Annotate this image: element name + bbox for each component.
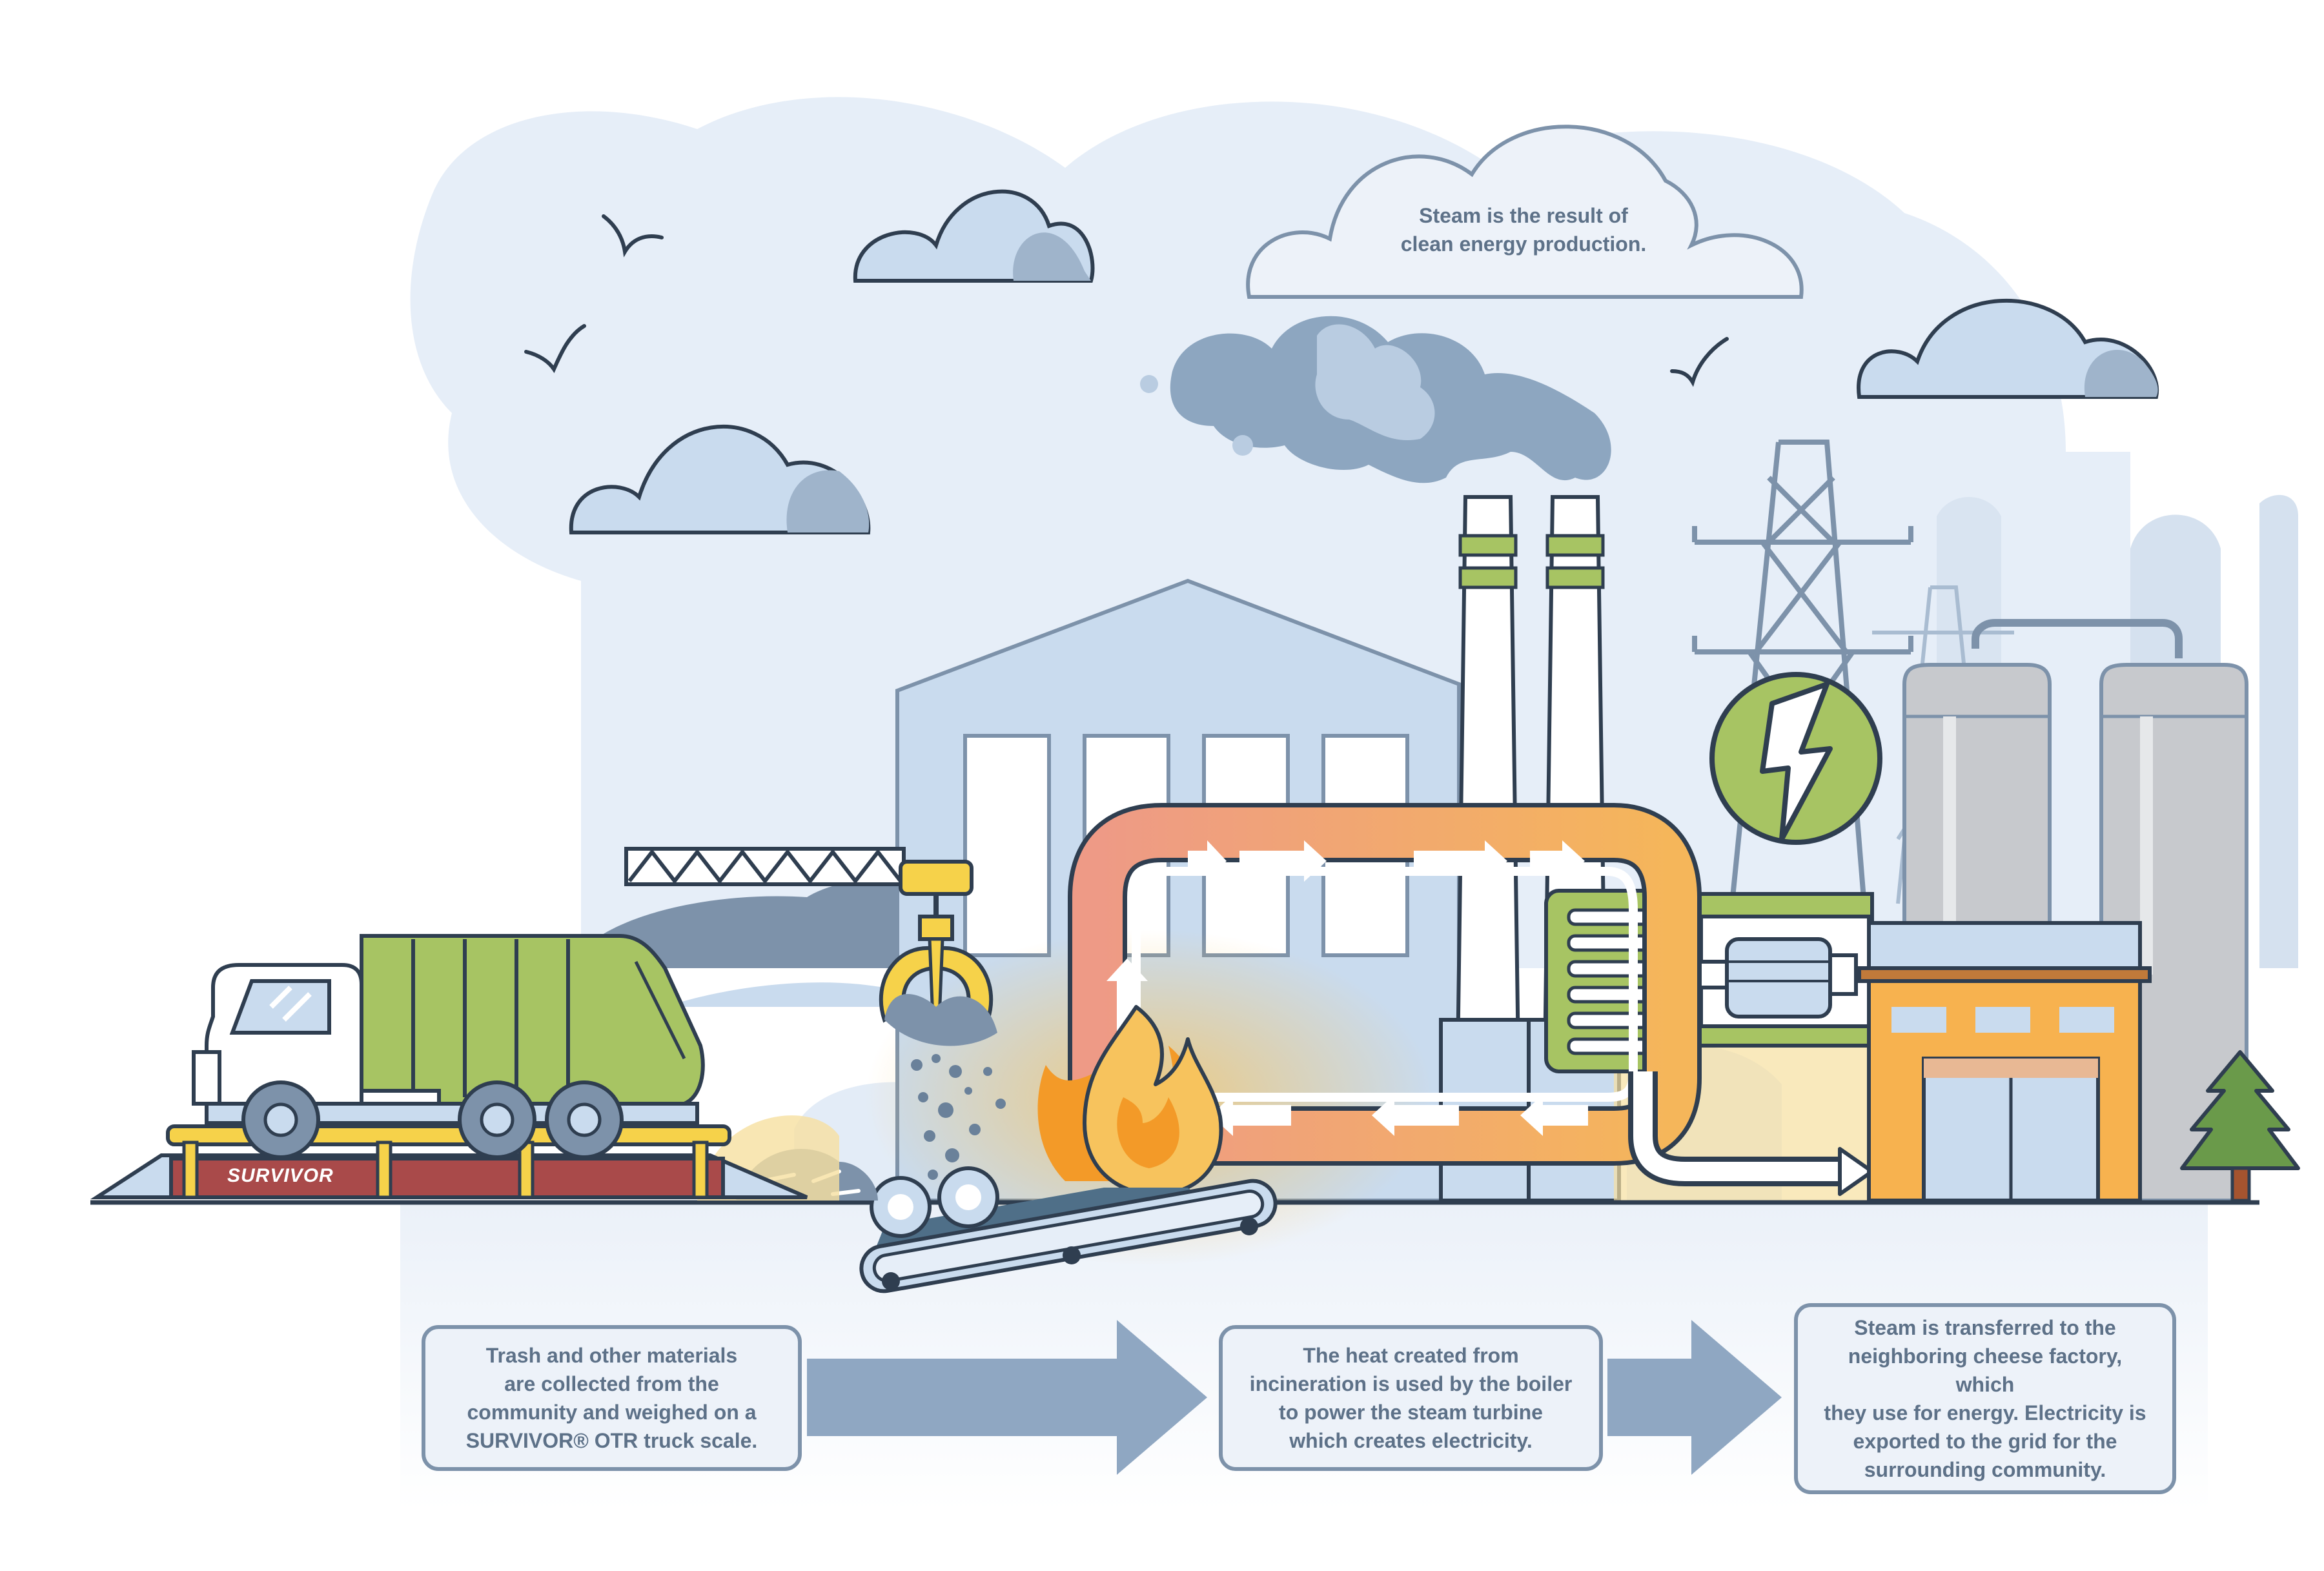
step-2-box: The heat created from incineration is us…: [1219, 1325, 1603, 1471]
step-2-line-1: The heat created from: [1303, 1344, 1519, 1367]
truck-scale: [90, 1124, 808, 1199]
step-1-line-3: community and weighed on a: [467, 1401, 757, 1424]
crane: [624, 847, 997, 1046]
cloud-right: [1857, 298, 2159, 399]
cloud-left-mid: [569, 425, 871, 534]
scale-brand-label: SURVIVOR: [227, 1165, 334, 1186]
steam-caption-line-2: clean energy production.: [1400, 232, 1647, 256]
step-3-line-1: Steam is transferred to the: [1854, 1316, 2116, 1339]
step-2-line-3: to power the steam turbine: [1279, 1401, 1543, 1424]
flame-icon: [1037, 1005, 1223, 1196]
step-1-line-4: SURVIVOR® OTR truck scale.: [465, 1429, 758, 1452]
falling-trash: [911, 1054, 1006, 1180]
garbage-truck: [192, 934, 705, 1159]
step-2-line-4: which creates electricity.: [1289, 1429, 1533, 1452]
step-3-line-4: exported to the grid for the: [1853, 1430, 2117, 1453]
cloud-left-top: [853, 189, 1095, 283]
step-3-line-5: surrounding community.: [1864, 1458, 2106, 1481]
tree: [2180, 1050, 2300, 1202]
step-3-box: Steam is transferred to the neighboring …: [1794, 1303, 2176, 1494]
process-arrow-2: [1607, 1320, 1782, 1475]
step-1-line-1: Trash and other materials: [485, 1344, 738, 1367]
steam-out-pipe: [1628, 1071, 1874, 1196]
step-1-box: Trash and other materials are collected …: [422, 1325, 802, 1471]
step-3-line-2: neighboring cheese factory, which: [1848, 1344, 2123, 1396]
conveyor-belt: [859, 1166, 1278, 1293]
step-3-line-3: they use for energy. Electricity is: [1824, 1401, 2146, 1424]
bird-icon: [524, 214, 1729, 387]
steam-caption-line-1: Steam is the result of: [1419, 204, 1628, 227]
smoke-plume: [1140, 316, 1611, 483]
steam-caption: Steam is the result of clean energy prod…: [1343, 201, 1704, 258]
cheese-factory: [1857, 921, 2152, 1202]
step-2-line-2: incineration is used by the boiler: [1249, 1372, 1573, 1395]
process-arrow-1: [807, 1320, 1207, 1475]
lightning-bolt-icon: [1709, 672, 1882, 845]
truck-wheels: [241, 1080, 624, 1159]
step-1-line-2: are collected from the: [504, 1372, 719, 1395]
caption-cloud: [1246, 125, 1804, 299]
